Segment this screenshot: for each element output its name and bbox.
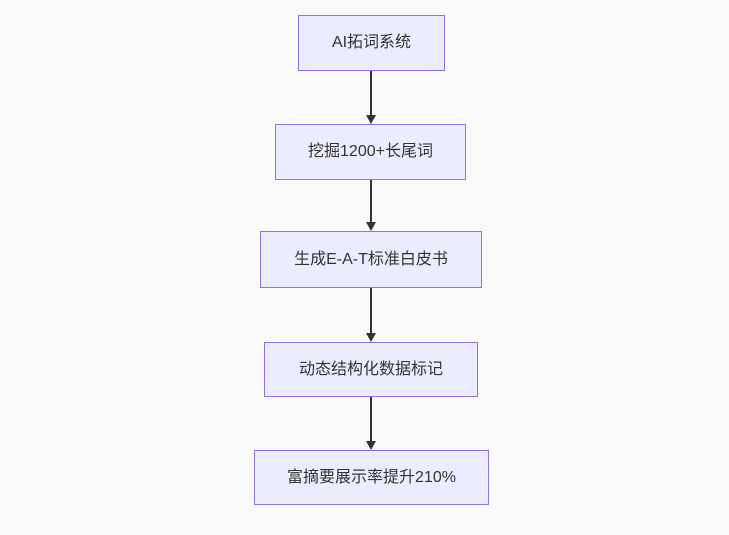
flow-node-eat-whitepaper: 生成E-A-T标准白皮书 [260, 231, 482, 288]
node-label: 生成E-A-T标准白皮书 [294, 250, 448, 268]
node-label: 动态结构化数据标记 [298, 360, 443, 378]
arrowhead-icon [366, 222, 376, 231]
arrowhead-icon [366, 333, 376, 342]
arrowhead-icon [366, 115, 376, 124]
edge-line [370, 180, 372, 222]
flow-node-ai-word-expansion-system: AI拓词系统 [298, 15, 445, 71]
arrowhead-icon [366, 441, 376, 450]
flow-node-structured-data-markup: 动态结构化数据标记 [264, 342, 478, 397]
node-label: 富摘要展示率提升210% [287, 468, 456, 486]
edge-line [370, 397, 372, 441]
node-label: AI拓词系统 [331, 34, 412, 51]
flow-node-rich-snippet-rate: 富摘要展示率提升210% [254, 450, 489, 505]
edge-line [370, 71, 372, 115]
node-label: 挖掘1200+长尾词 [308, 143, 433, 160]
flow-node-longtail-keyword-mining: 挖掘1200+长尾词 [275, 124, 466, 180]
edge-line [370, 288, 372, 333]
